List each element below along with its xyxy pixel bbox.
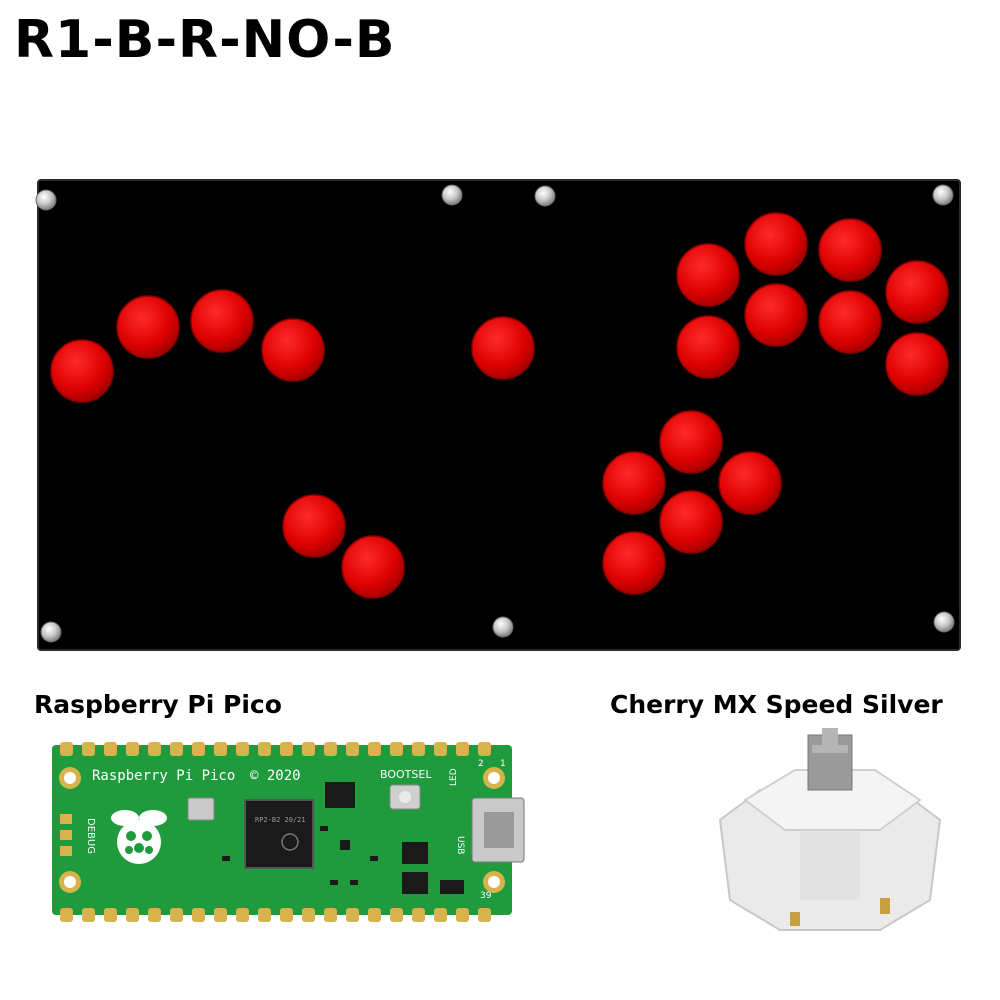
pico-name-label: Raspberry Pi Pico	[92, 768, 235, 784]
flash-chip	[325, 782, 355, 808]
pico-header-pin	[148, 908, 161, 922]
pico-debug-label: DEBUG	[85, 818, 96, 854]
red-arcade-button	[676, 243, 740, 307]
pico-pins	[60, 742, 491, 922]
red-arcade-button	[659, 410, 723, 474]
pico-header-pin	[126, 908, 139, 922]
pico-header-pin	[82, 742, 95, 756]
red-arcade-button	[602, 451, 666, 515]
pico-header-pin	[214, 908, 227, 922]
pico-header-pin	[456, 742, 469, 756]
rp2040-chip: RP2-B2 20/21	[244, 799, 314, 869]
pico-crystal	[187, 797, 215, 821]
screw	[441, 184, 463, 206]
pico-header-pin	[192, 742, 205, 756]
red-arcade-button	[341, 535, 405, 599]
pico-pin39-label: 39	[480, 891, 492, 901]
red-arcade-button	[885, 260, 949, 324]
pico-header-pin	[60, 908, 73, 922]
pico-mount-holes	[59, 767, 505, 893]
red-arcade-button	[718, 451, 782, 515]
red-arcade-button	[818, 290, 882, 354]
pico-header-pin	[412, 742, 425, 756]
usb-port	[471, 797, 525, 863]
product-title: R1-B-R-NO-B	[14, 10, 396, 70]
pico-bootsel-label: BOOTSEL	[380, 768, 432, 781]
pico-header-pin	[368, 908, 381, 922]
screw	[40, 621, 62, 643]
debug-pads	[60, 814, 72, 856]
switch-body	[718, 769, 942, 931]
pico-header-pin	[478, 742, 491, 756]
pico-header-pin	[236, 908, 249, 922]
pico-led-label: LED	[449, 768, 459, 786]
svg-text:RP2-B2 20/21: RP2-B2 20/21	[255, 816, 306, 824]
pico-header-pin	[324, 742, 337, 756]
screw	[933, 611, 955, 633]
pico-header-pin	[104, 742, 117, 756]
pico-header-pin	[170, 908, 183, 922]
pico-header-pin	[280, 908, 293, 922]
pico-header-pin	[126, 742, 139, 756]
red-arcade-button	[659, 490, 723, 554]
pico-header-pin	[368, 742, 381, 756]
red-arcade-button	[190, 289, 254, 353]
pico-header-pin	[346, 908, 359, 922]
pico-pin1-label: 1	[500, 759, 506, 769]
pico-header-pin	[258, 742, 271, 756]
pico-header-pin	[104, 908, 117, 922]
pico-header-pin	[412, 908, 425, 922]
red-arcade-button	[282, 494, 346, 558]
pico-header-pin	[478, 908, 491, 922]
pico-header-pin	[280, 742, 293, 756]
pico-pin2-label: 2	[478, 759, 484, 769]
pico-copyright-label: © 2020	[250, 768, 301, 784]
pico-header-pin	[302, 742, 315, 756]
pico-header-pin	[302, 908, 315, 922]
red-arcade-button	[744, 212, 808, 276]
raspberry-logo	[111, 810, 167, 864]
red-arcade-button	[676, 315, 740, 379]
red-arcade-button	[116, 295, 180, 359]
red-arcade-button	[885, 332, 949, 396]
pico-header-pin	[434, 908, 447, 922]
pico-header-pin	[236, 742, 249, 756]
red-arcade-button	[602, 531, 666, 595]
red-arcade-button	[471, 316, 535, 380]
red-arcade-button	[818, 218, 882, 282]
screw	[534, 185, 556, 207]
red-arcade-button	[261, 318, 325, 382]
pico-header-pin	[456, 908, 469, 922]
red-arcade-button	[744, 283, 808, 347]
regulator-chip	[402, 842, 428, 864]
pico-header-pin	[192, 908, 205, 922]
pico-caption: Raspberry Pi Pico	[34, 690, 282, 719]
screw	[35, 189, 57, 211]
screw	[492, 616, 514, 638]
pico-header-pin	[60, 742, 73, 756]
red-arcade-button	[50, 339, 114, 403]
pico-header-pin	[214, 742, 227, 756]
switch-stem	[807, 728, 853, 791]
pico-header-pin	[390, 742, 403, 756]
pico-header-pin	[170, 742, 183, 756]
screw	[932, 184, 954, 206]
switch-caption: Cherry MX Speed Silver	[610, 690, 943, 719]
pico-header-pin	[434, 742, 447, 756]
pico-header-pin	[346, 742, 359, 756]
pico-header-pin	[258, 908, 271, 922]
pico-header-pin	[390, 908, 403, 922]
pico-header-pin	[82, 908, 95, 922]
pico-header-pin	[324, 908, 337, 922]
pico-usb-label: USB	[455, 836, 465, 854]
pico-header-pin	[148, 742, 161, 756]
